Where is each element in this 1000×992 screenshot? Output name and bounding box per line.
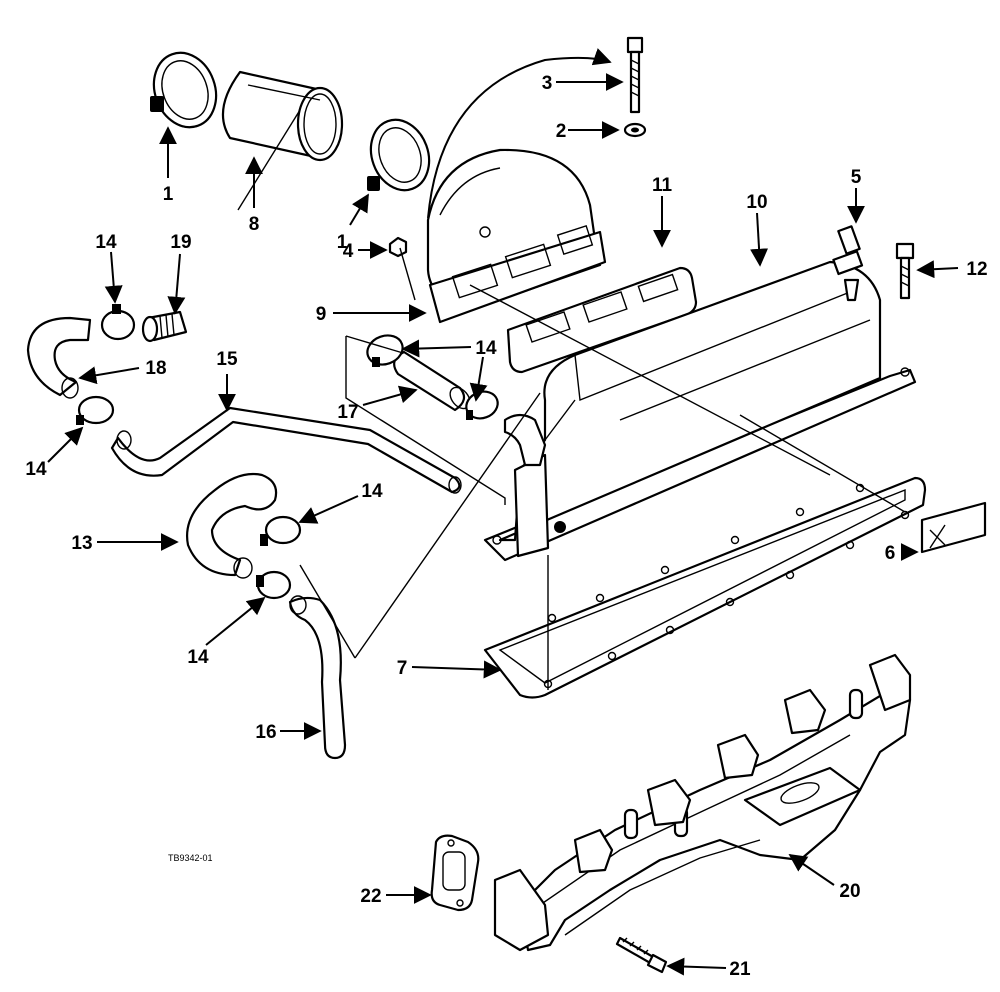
- callout-17: 17: [337, 402, 358, 423]
- callout-5: 5: [851, 167, 862, 188]
- clamp-14-d: [76, 395, 115, 425]
- bolt-and-washer: [623, 36, 647, 138]
- callout-14-c: 14: [25, 459, 47, 480]
- clamp-14-b: [465, 390, 499, 420]
- manifold-elbow-fitting: [503, 413, 547, 467]
- intake-tube: [221, 70, 344, 162]
- intake-elbow: [426, 148, 607, 324]
- callout-8: 8: [249, 214, 260, 235]
- reference-lines: [237, 48, 906, 690]
- clamp-14-e: [260, 515, 302, 546]
- callout-3: 3: [542, 73, 553, 94]
- callout-19: 19: [170, 232, 191, 253]
- callout-4: 4: [343, 241, 354, 262]
- callout-18: 18: [145, 358, 166, 379]
- callout-6: 6: [885, 543, 896, 564]
- manifold-gasket: [483, 476, 927, 699]
- callout-13: 13: [71, 533, 92, 554]
- callout-14-b: 14: [475, 338, 497, 359]
- exhaust-bolt: [615, 936, 668, 974]
- decal-plate: [920, 501, 987, 554]
- callout-1-right: 1: [337, 232, 348, 253]
- callout-9: 9: [316, 304, 327, 325]
- hose-clamp-upper-right: [367, 118, 431, 192]
- callout-15: 15: [216, 349, 238, 370]
- callout-14-e: 14: [187, 647, 209, 668]
- callout-labels: 1 1 2 3 4 5 6 7 8 9 10 11 12 13 14 14 14…: [25, 73, 987, 980]
- callout-16: 16: [255, 722, 276, 743]
- hose-lower: [288, 595, 347, 760]
- callout-7: 7: [397, 658, 408, 679]
- hose-elbow-middle: [186, 472, 278, 579]
- callout-14-d: 14: [361, 481, 383, 502]
- bolt-right: [895, 242, 915, 300]
- callout-2: 2: [556, 121, 567, 142]
- reference-code: TB9342-01: [168, 853, 213, 863]
- callout-22: 22: [360, 886, 381, 907]
- callout-10: 10: [746, 192, 767, 213]
- hose-fitting: [141, 310, 188, 343]
- clamp-14-f: [256, 570, 292, 600]
- exhaust-gasket: [430, 834, 480, 912]
- clamp-14-c: [100, 304, 136, 341]
- callout-12: 12: [966, 259, 987, 280]
- hose-elbow-upper: [26, 316, 92, 399]
- elbow-gasket: [506, 266, 698, 374]
- callout-1-left: 1: [163, 184, 174, 205]
- fitting: [832, 225, 864, 302]
- callout-11: 11: [652, 175, 673, 196]
- callout-21: 21: [729, 959, 751, 980]
- leader-arrows: [47, 73, 959, 976]
- exhaust-manifold: [493, 653, 912, 952]
- callout-14-a: 14: [95, 232, 117, 253]
- callout-20: 20: [839, 881, 860, 902]
- hose-clamp-upper-left: [150, 51, 218, 129]
- long-tube: [110, 406, 462, 494]
- nut: [388, 236, 408, 258]
- short-tube: [393, 350, 471, 412]
